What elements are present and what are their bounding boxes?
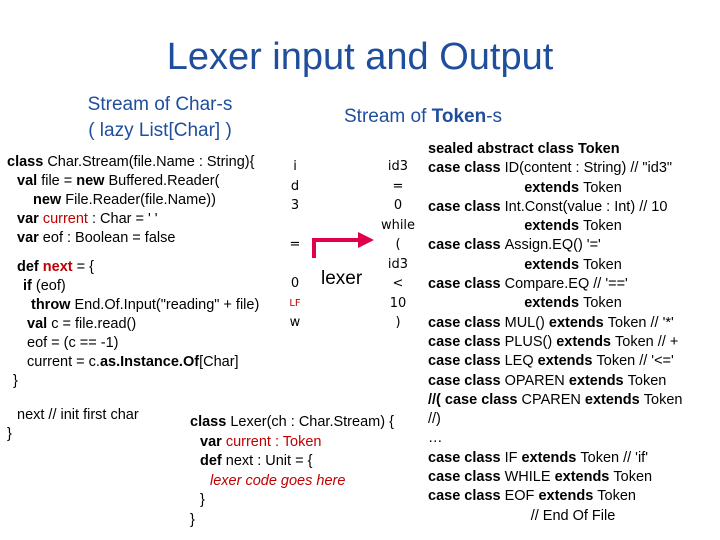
token-line: sealed abstract class Token	[428, 141, 620, 157]
code-line: current = c.as.Instance.Of[Char]	[27, 354, 239, 370]
code-line: }	[200, 492, 205, 508]
code-line: var current : Token	[200, 433, 322, 450]
token-cell: =	[392, 178, 404, 194]
token-line: //( case class CPAREN extends Token	[428, 391, 683, 408]
lexer-label: lexer	[321, 268, 363, 289]
code-line: }	[190, 511, 195, 528]
token-line: …	[428, 430, 443, 447]
token-cell: (	[395, 237, 401, 252]
code-line: eof = (c == -1)	[27, 335, 119, 351]
token-line: extends Token	[524, 295, 622, 312]
token-cell: id3	[387, 159, 409, 174]
code-line: def next = {	[17, 259, 94, 275]
token-line: case class PLUS() extends Token // +	[428, 333, 679, 350]
code-line: def next : Unit = {	[200, 453, 313, 469]
code-line: throw End.Of.Input("reading" + file)	[31, 297, 260, 313]
code-line: if (eof)	[23, 278, 66, 294]
token-line: case class IF extends Token // 'if'	[428, 449, 648, 466]
token-cell: 0	[393, 198, 403, 213]
token-line: extends Token	[524, 179, 622, 196]
char-cell-linefeed: LF	[289, 297, 301, 309]
token-cell: id3	[387, 256, 409, 272]
code-line: class Char.Stream(file.Name : String){	[7, 154, 255, 170]
token-stream-heading-bold: Token	[431, 106, 487, 127]
token-cell: while	[380, 217, 416, 233]
token-line: case class WHILE extends Token	[428, 469, 653, 486]
char-cell: d	[290, 178, 300, 194]
charstream-code: class Char.Stream(file.Name : String){ v…	[7, 153, 259, 444]
token-line: extends Token	[524, 256, 622, 273]
slide-title: Lexer input and Output	[166, 36, 554, 78]
code-line: next // init first char	[17, 407, 139, 423]
code-line: }	[13, 373, 18, 389]
char-stream-heading-line2: ( lazy List[Char] )	[88, 120, 232, 141]
token-stream-heading-prefix: Stream of	[344, 106, 432, 127]
char-stream-column: i d 3 = 0 LF w	[282, 157, 308, 333]
char-cell: =	[289, 237, 301, 252]
code-line: class Lexer(ch : Char.Stream) {	[190, 414, 394, 430]
code-line: lexer code goes here	[210, 472, 346, 489]
token-line: //)	[428, 411, 441, 428]
code-line: val c = file.read()	[27, 316, 137, 332]
token-cell: )	[395, 315, 401, 330]
char-stream-heading: Stream of Char-s ( lazy List[Char] )	[50, 94, 270, 142]
token-stream-heading-suffix: -s	[486, 106, 503, 127]
token-line: case class OPAREN extends Token	[428, 372, 667, 389]
token-line: case class EOF extends Token	[428, 488, 636, 505]
lexer-arrow-icon	[312, 232, 374, 258]
token-line: case class Int.Const(value : Int) // 10	[428, 198, 668, 215]
token-line: case class MUL() extends Token // '*'	[428, 314, 674, 331]
lexer-class-code: class Lexer(ch : Char.Stream) { var curr…	[190, 413, 394, 530]
token-definitions: sealed abstract class Token case class I…	[428, 140, 718, 526]
token-line: case class LEQ extends Token // '<='	[428, 353, 674, 370]
token-stream-heading: Stream of Token-s	[344, 106, 502, 128]
char-cell: 0	[290, 276, 300, 291]
token-cell: 10	[389, 295, 407, 311]
token-line: case class Compare.EQ // '=='	[428, 276, 628, 293]
code-line: new File.Reader(file.Name))	[33, 192, 216, 208]
token-line: // End Of File	[530, 507, 616, 524]
char-stream-heading-line1: Stream of Char-s	[87, 94, 233, 115]
token-stream-column: id3 = 0 while ( id3 < 10 )	[376, 157, 420, 333]
code-line: var eof : Boolean = false	[17, 230, 176, 246]
token-line: extends Token	[524, 218, 622, 235]
char-cell: i	[293, 159, 297, 174]
char-cell: w	[289, 315, 301, 330]
token-line: case class ID(content : String) // "id3"	[428, 160, 673, 177]
code-line: var current : Char = ' '	[17, 211, 158, 227]
char-cell: 3	[290, 198, 300, 213]
code-line: }	[7, 426, 12, 442]
code-line: val file = new Buffered.Reader(	[17, 173, 220, 189]
token-line: case class Assign.EQ() '='	[428, 237, 601, 254]
token-cell: <	[392, 276, 404, 291]
